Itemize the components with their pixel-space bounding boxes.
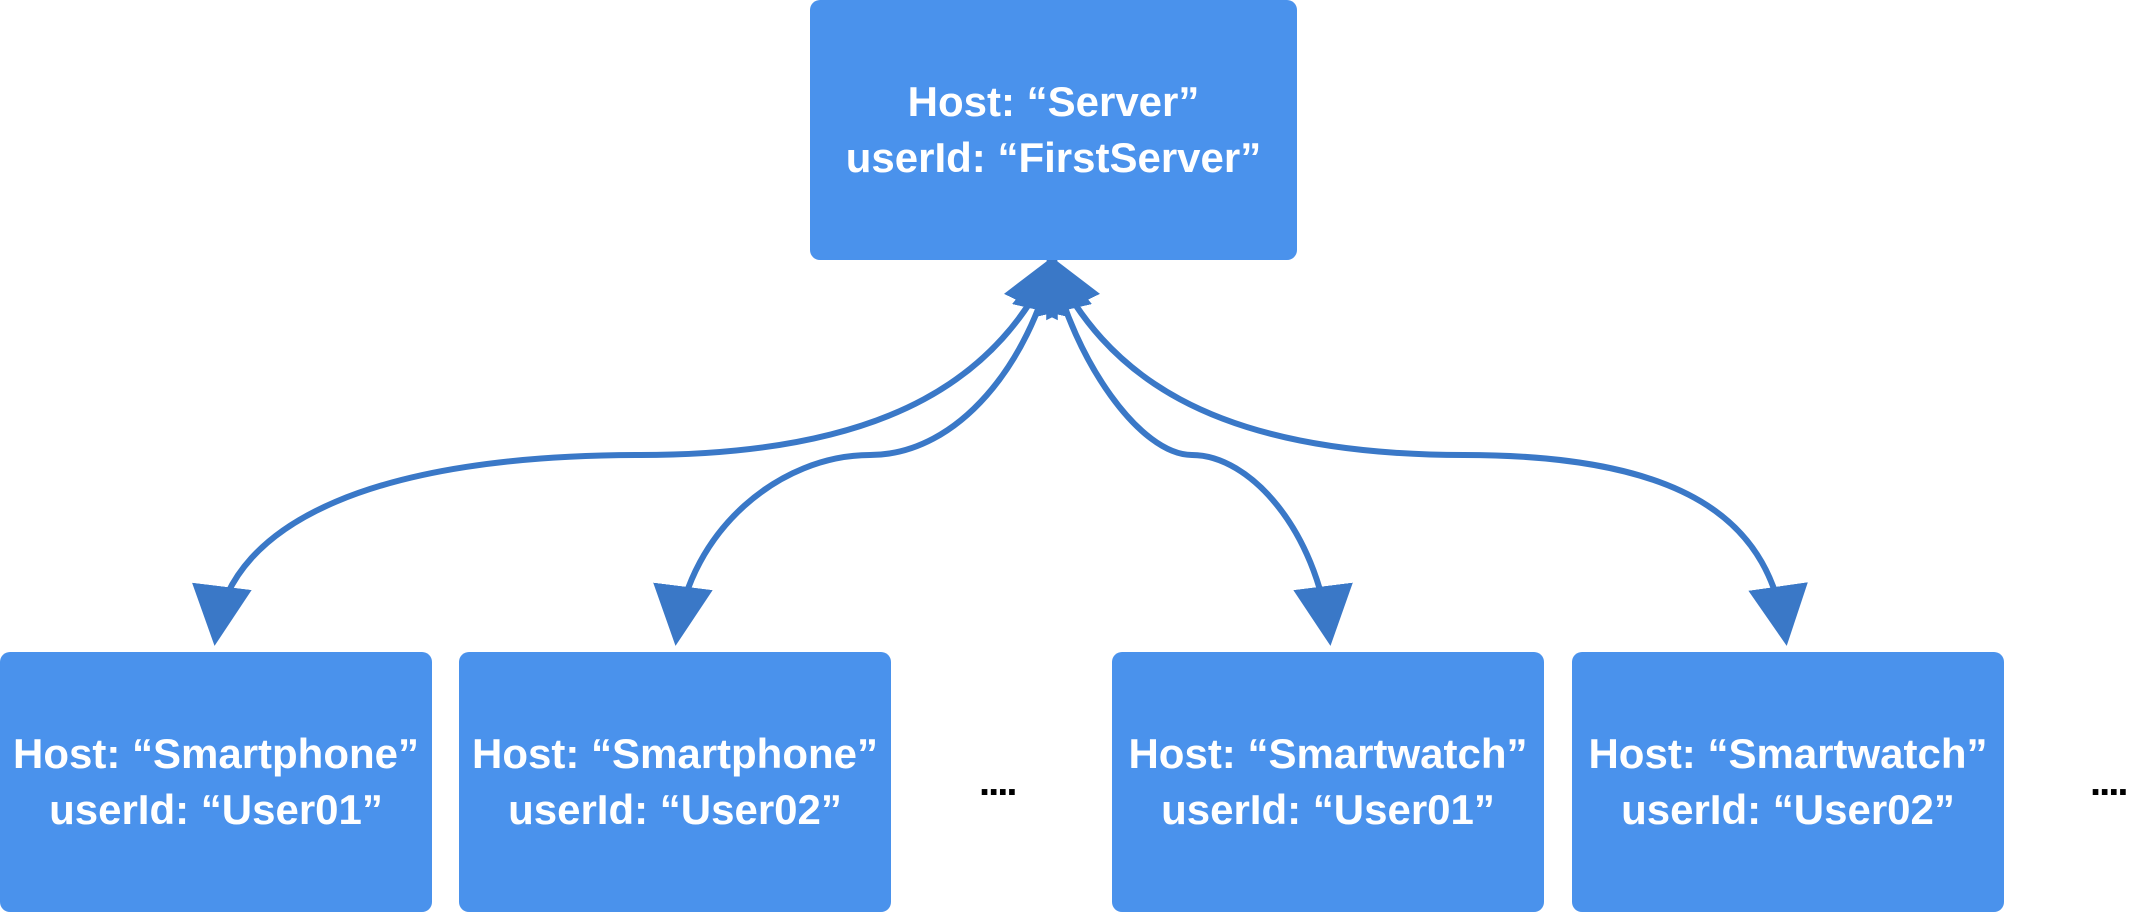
edge-server-smartphone-user02	[653, 252, 1071, 646]
client-node-smartphone-user01: Host: “Smartphone” userId: “User01”	[0, 652, 432, 912]
client-node-smartphone-user02: Host: “Smartphone” userId: “User02”	[459, 652, 891, 912]
edge-server-smartwatch-user01	[1033, 252, 1353, 646]
ellipsis-right: ....	[2090, 760, 2128, 804]
ellipsis-middle: ....	[979, 760, 1017, 804]
client-userid-label: userId: “User01”	[1161, 786, 1495, 833]
server-node: Host: “Server” userId: “FirstServer”	[810, 0, 1297, 260]
client-host-label: Host: “Smartphone”	[471, 730, 878, 777]
client-host-label: Host: “Smartphone”	[12, 730, 419, 777]
client-userid-label: userId: “User02”	[1621, 786, 1955, 833]
client-userid-label: userId: “User01”	[49, 786, 383, 833]
server-host-label: Host: “Server”	[907, 78, 1200, 125]
edge-server-smartphone-user01	[192, 253, 1058, 646]
client-node-smartwatch-user01: Host: “Smartwatch” userId: “User01”	[1112, 652, 1544, 912]
client-node-smartwatch-user02: Host: “Smartwatch” userId: “User02”	[1572, 652, 2004, 912]
client-host-label: Host: “Smartwatch”	[1588, 730, 1988, 777]
edge-server-smartwatch-user02	[1046, 253, 1808, 646]
client-host-label: Host: “Smartwatch”	[1128, 730, 1528, 777]
client-userid-label: userId: “User02”	[508, 786, 842, 833]
server-userid-label: userId: “FirstServer”	[845, 134, 1262, 181]
